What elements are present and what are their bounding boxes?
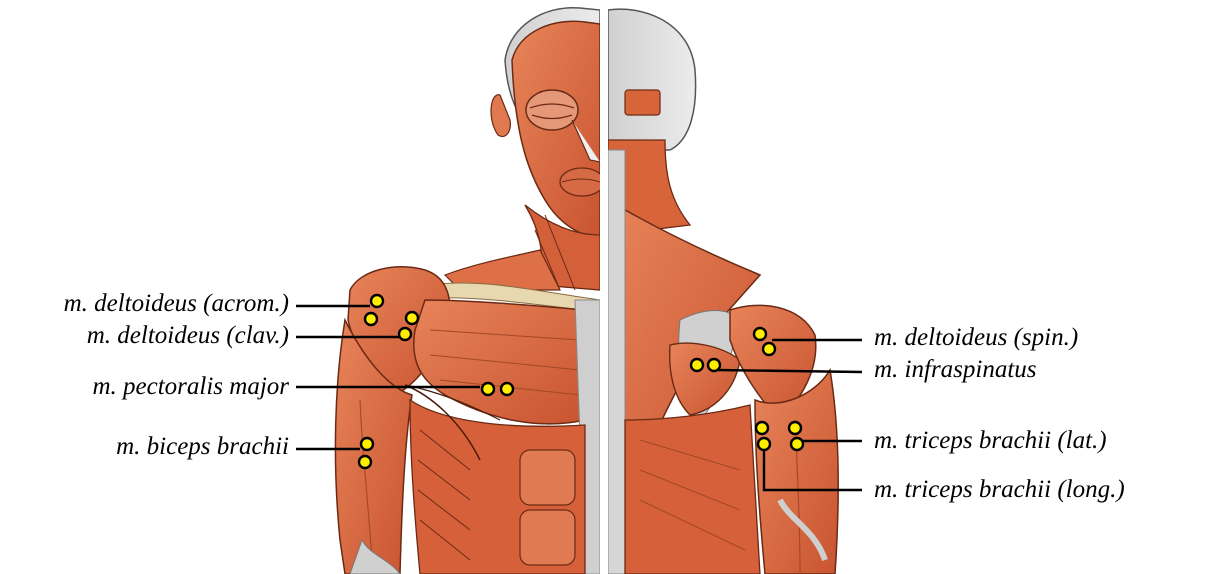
label-triceps-brachii-long: m. triceps brachii (long.) (874, 476, 1125, 504)
electrode-biceps-1 (361, 438, 373, 450)
electrode-triceps-lat-2 (791, 438, 803, 450)
anterior-view (335, 8, 604, 574)
electrode-triceps-long-2 (758, 438, 770, 450)
label-deltoideus-acrom: m. deltoideus (acrom.) (64, 290, 289, 318)
back-spine (608, 150, 625, 574)
front-ear (491, 95, 510, 137)
electrode-triceps-long-1 (756, 422, 768, 434)
electrode-deltoid-acrom-2 (365, 313, 377, 325)
back-latissimus (625, 405, 760, 574)
label-deltoideus-clav: m. deltoideus (clav.) (87, 322, 289, 350)
electrode-deltoid-spin-1 (754, 328, 766, 340)
electrode-infraspinatus-1 (691, 359, 703, 371)
electrode-deltoid-clav-2 (399, 328, 411, 340)
back-infraspinatus (670, 343, 740, 415)
electrode-deltoid-spin-2 (763, 343, 775, 355)
front-abdominal-2 (520, 510, 575, 565)
front-eye-orbit (526, 90, 578, 130)
label-biceps-brachii: m. biceps brachii (116, 433, 289, 461)
back-head (608, 9, 696, 150)
electrode-triceps-lat-1 (789, 422, 801, 434)
back-occipital-muscle (625, 90, 660, 115)
electrode-biceps-2 (359, 456, 371, 468)
label-pectoralis-major: m. pectoralis major (92, 373, 289, 401)
label-deltoideus-spin: m. deltoideus (spin.) (874, 324, 1078, 352)
electrode-deltoid-clav-1 (406, 312, 418, 324)
label-infraspinatus: m. infraspinatus (874, 356, 1037, 384)
electrode-deltoid-acrom-1 (371, 295, 383, 307)
view-divider (600, 0, 608, 574)
electrode-pectoralis-2 (501, 383, 513, 395)
electrode-pectoralis-1 (482, 383, 494, 395)
front-abdominal-1 (520, 450, 575, 505)
front-face-muscles (512, 21, 600, 240)
label-triceps-brachii-lat: m. triceps brachii (lat.) (874, 427, 1107, 455)
electrode-infraspinatus-2 (708, 359, 720, 371)
